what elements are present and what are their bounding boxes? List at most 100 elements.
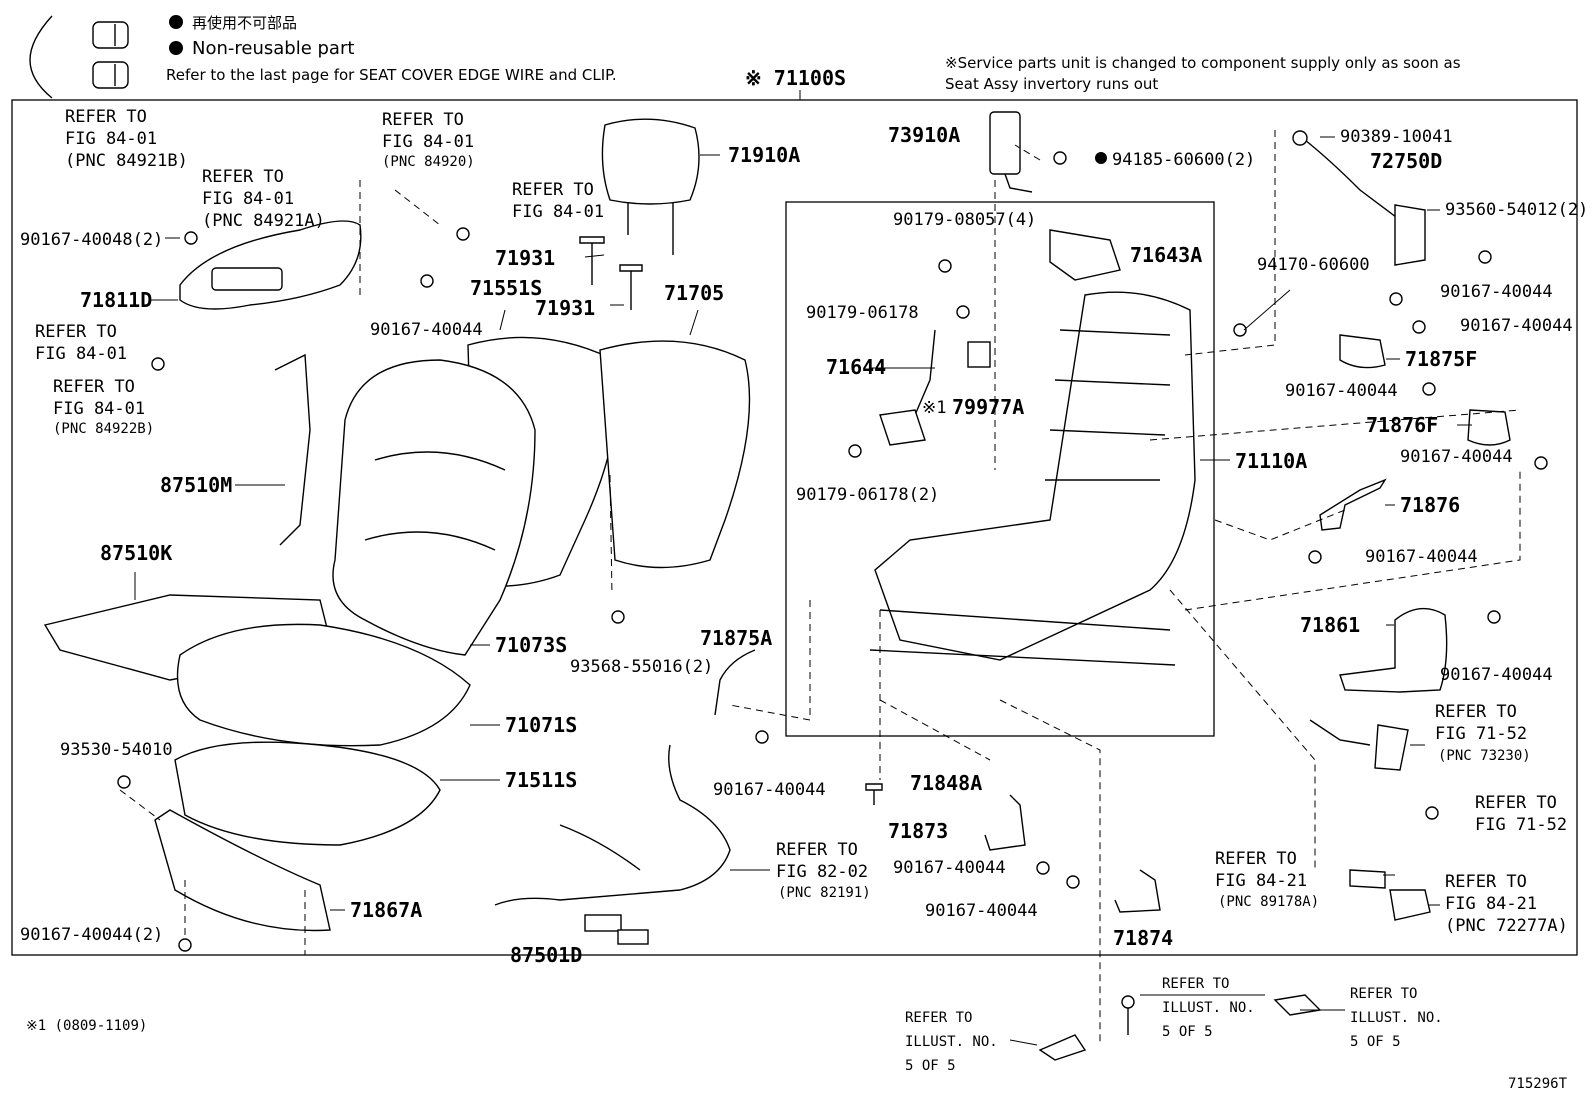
part-label: 71073S <box>495 633 567 657</box>
svg-text:FIG 84-01: FIG 84-01 <box>382 132 474 152</box>
callouts: REFER TO FIG 84-01 (PNC 84921B) REFER TO… <box>35 107 1568 1074</box>
part-label: 90167-40044 <box>713 780 826 800</box>
svg-text:REFER TO: REFER TO <box>1215 849 1297 869</box>
part-label: 90167-40044 <box>370 320 483 340</box>
refer-callout: REFER TO FIG 84-01 (PNC 84922B) <box>53 377 154 437</box>
part-label: 90179-06178 <box>806 303 919 323</box>
svg-text:ILLUST. NO.: ILLUST. NO. <box>1162 1000 1255 1016</box>
part-label: 90167-40044 <box>925 901 1038 921</box>
svg-text:REFER TO: REFER TO <box>905 1010 972 1026</box>
svg-text:5 OF 5: 5 OF 5 <box>1162 1024 1213 1040</box>
part-label: 87501D <box>510 943 582 967</box>
svg-text:FIG 84-21: FIG 84-21 <box>1445 894 1537 914</box>
service-note-line2: Seat Assy invertory runs out <box>945 75 1158 93</box>
svg-text:FIG 84-21: FIG 84-21 <box>1215 871 1307 891</box>
svg-text:(PNC 84921A): (PNC 84921A) <box>202 211 325 231</box>
legend: 再使用不可部品 Non-reusable part Refer to the l… <box>29 14 617 99</box>
svg-text:REFER TO: REFER TO <box>512 180 594 200</box>
refer-callout: REFER TO FIG 84-01 (PNC 84921B) <box>65 107 188 171</box>
svg-text:REFER TO: REFER TO <box>35 322 117 342</box>
part-label: 71876F <box>1366 413 1438 437</box>
part-label: 93560-54012(2) <box>1445 200 1588 220</box>
part-label: 71110A <box>1235 449 1307 473</box>
legend-refer-note: Refer to the last page for SEAT COVER ED… <box>166 66 617 84</box>
service-note-line1: ※Service parts unit is changed to compon… <box>945 54 1461 72</box>
svg-text:REFER TO: REFER TO <box>1162 976 1229 992</box>
refer-callout: REFER TO FIG 84-21 (PNC 89178A) <box>1215 849 1319 910</box>
nonreusable-icon <box>92 21 129 49</box>
svg-text:(PNC 72277A): (PNC 72277A) <box>1445 916 1568 936</box>
refer-callout: REFER TO FIG 84-01 <box>512 180 604 222</box>
part-label: 71861 <box>1300 613 1360 637</box>
part-label: 90167-40044 <box>1285 381 1398 401</box>
diagram-frame <box>11 99 1578 956</box>
part-label: 79977A <box>952 395 1024 419</box>
refer-callout: REFER TO FIG 71-52 (PNC 73230) <box>1435 702 1531 764</box>
part-label: 71867A <box>350 898 422 922</box>
part-label: 72750D <box>1370 149 1442 173</box>
svg-text:(PNC 82191): (PNC 82191) <box>778 885 871 901</box>
part-label: 90167-40044 <box>1365 547 1478 567</box>
part-label: 71511S <box>505 768 577 792</box>
refer-callout: REFER TO FIG 84-01 <box>35 322 127 364</box>
svg-text:REFER TO: REFER TO <box>776 840 858 860</box>
svg-text:(PNC 73230): (PNC 73230) <box>1438 748 1531 764</box>
part-label: 71071S <box>505 713 577 737</box>
legend-jp-label: 再使用不可部品 <box>192 14 297 32</box>
refer-callout: REFER TO ILLUST. NO. 5 OF 5 <box>1350 986 1443 1050</box>
leader-lines <box>134 136 1472 1046</box>
svg-text:ILLUST. NO.: ILLUST. NO. <box>905 1034 998 1050</box>
part-label: 71873 <box>888 819 948 843</box>
svg-text:(PNC 84921B): (PNC 84921B) <box>65 151 188 171</box>
part-label: 71643A <box>1130 243 1202 267</box>
part-label: 90167-40044 <box>1440 665 1553 685</box>
part-label: 71705 <box>664 281 724 305</box>
assembly-lines <box>119 130 1521 1045</box>
part-label: 71848A <box>910 771 982 795</box>
svg-text:FIG 82-02: FIG 82-02 <box>776 862 868 882</box>
part-label: 71875F <box>1405 347 1477 371</box>
svg-text:REFER TO: REFER TO <box>53 377 135 397</box>
svg-text:ILLUST. NO.: ILLUST. NO. <box>1350 1010 1443 1026</box>
part-label: 90179-06178(2) <box>796 485 939 505</box>
reusable-icon <box>92 61 129 89</box>
refer-callout: REFER TO FIG 82-02 (PNC 82191) <box>776 840 871 901</box>
part-label: 71910A <box>728 143 800 167</box>
part-label: 94185-60600(2) <box>1112 150 1255 170</box>
svg-text:REFER TO: REFER TO <box>1445 872 1527 892</box>
part-label: 90389-10041 <box>1340 127 1453 147</box>
refer-callout: REFER TO ILLUST. NO. 5 OF 5 <box>1162 976 1255 1040</box>
svg-text:REFER TO: REFER TO <box>1435 702 1517 722</box>
part-label: 71875A <box>700 626 772 650</box>
part-label: 71876 <box>1400 493 1460 517</box>
footnote: ※1 (0809-1109) <box>26 1018 147 1034</box>
part-label: 90167-40044(2) <box>20 925 163 945</box>
part-label: 90167-40044 <box>1440 282 1553 302</box>
svg-text:5 OF 5: 5 OF 5 <box>905 1058 956 1074</box>
part-label: 90179-08057(4) <box>893 210 1036 230</box>
part-label: 71931 <box>495 246 555 270</box>
svg-text:FIG 84-01: FIG 84-01 <box>512 202 604 222</box>
part-label: 93568-55016(2) <box>570 657 713 677</box>
figure-id: 715296T <box>1508 1076 1568 1092</box>
refer-callout: REFER TO FIG 84-01 (PNC 84921A) <box>202 167 325 231</box>
svg-text:FIG 84-01: FIG 84-01 <box>35 344 127 364</box>
part-label: 71551S <box>470 276 542 300</box>
svg-text:(PNC 89178A): (PNC 89178A) <box>1218 894 1319 910</box>
legend-en-label: Non-reusable part <box>192 38 354 59</box>
nonreusable-dot-icon <box>169 41 183 55</box>
svg-text:FIG 71-52: FIG 71-52 <box>1475 815 1567 835</box>
part-label: 71874 <box>1113 926 1173 950</box>
part-label-mark: ※1 <box>922 398 946 418</box>
svg-text:REFER TO: REFER TO <box>65 107 147 127</box>
svg-text:(PNC 84922B): (PNC 84922B) <box>53 421 154 437</box>
assembly-label: ※ 71100S <box>745 66 846 90</box>
svg-text:5 OF 5: 5 OF 5 <box>1350 1034 1401 1050</box>
svg-text:(PNC 84920): (PNC 84920) <box>382 154 475 170</box>
nonreusable-dot-icon <box>169 15 183 29</box>
svg-text:REFER TO: REFER TO <box>202 167 284 187</box>
part-label: 71931 <box>535 296 595 320</box>
svg-text:REFER TO: REFER TO <box>1350 986 1417 1002</box>
part-label: 71644 <box>826 355 886 379</box>
seat-frame-subgroup <box>785 201 1215 737</box>
